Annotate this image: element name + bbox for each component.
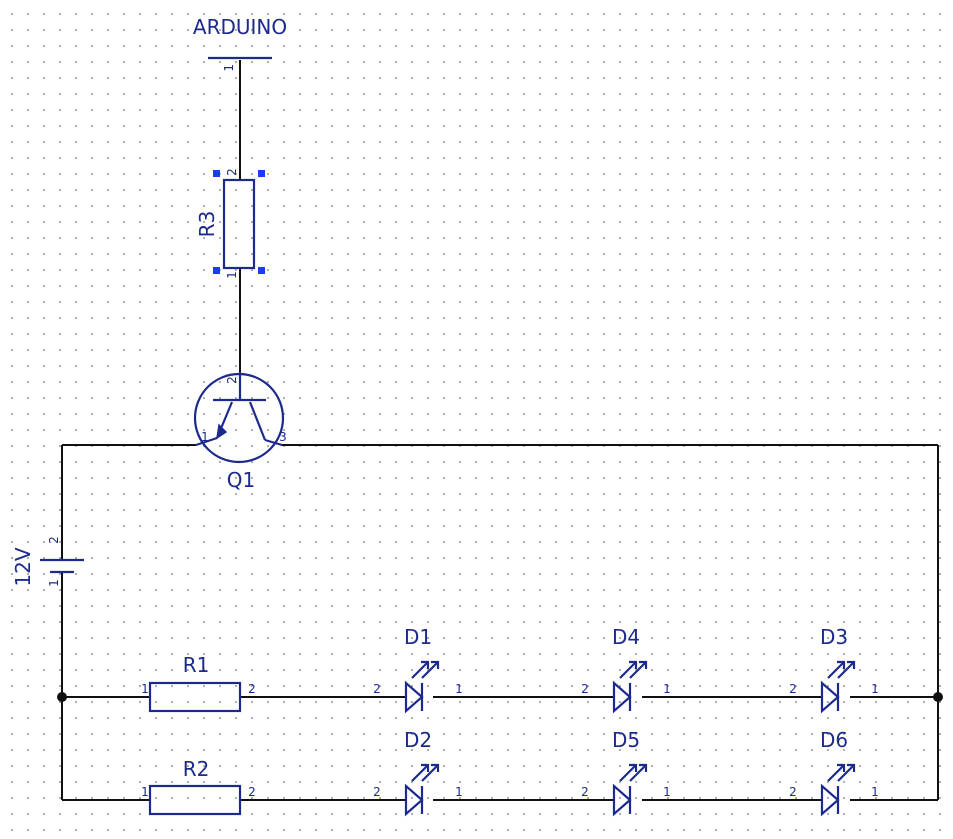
resistor-r3[interactable]: R3 2 1	[195, 168, 265, 279]
battery-12v[interactable]: 12V 2 1	[11, 536, 84, 587]
selection-handle[interactable]	[258, 267, 265, 274]
junction-dot-left	[57, 692, 67, 702]
transistor-q1[interactable]: Q1 2 1 3	[193, 372, 287, 492]
d6-pin-2: 2	[789, 785, 797, 799]
battery-pin-2: 2	[47, 536, 61, 544]
d1-pin-1: 1	[455, 682, 463, 696]
battery-label: 12V	[11, 547, 35, 586]
r2-label: R2	[183, 757, 210, 781]
d3-pin-1: 1	[871, 682, 879, 696]
q1-label: Q1	[227, 468, 255, 492]
selection-handle[interactable]	[258, 170, 265, 177]
d3-pin-2: 2	[789, 682, 797, 696]
d1-pin-2: 2	[373, 682, 381, 696]
d4-pin-2: 2	[581, 682, 589, 696]
q1-pin-1: 1	[201, 430, 209, 444]
arduino-pin-1: 1	[222, 64, 236, 72]
r3-pin-2: 2	[225, 168, 239, 176]
resistor-r2[interactable]: R2 1 2	[141, 757, 256, 816]
r3-pin-1: 1	[225, 271, 239, 279]
r1-pin-2: 2	[248, 682, 256, 696]
d5-pin-2: 2	[581, 785, 589, 799]
d2-pin-2: 2	[373, 785, 381, 799]
d1-label: D1	[404, 625, 432, 649]
d4-label: D4	[612, 625, 640, 649]
d2-label: D2	[404, 728, 432, 752]
battery-pin-1: 1	[47, 579, 61, 587]
q1-pin-3: 3	[279, 430, 287, 444]
arduino-label: ARDUINO	[193, 15, 287, 39]
d3-label: D3	[820, 625, 848, 649]
d5-label: D5	[612, 728, 640, 752]
led-d5[interactable]: D5 2 1	[581, 728, 671, 816]
led-d1[interactable]: D1 2 1	[373, 625, 463, 713]
wires	[61, 60, 939, 801]
d4-pin-1: 1	[663, 682, 671, 696]
led-d6[interactable]: D6 2 1	[789, 728, 879, 816]
selection-handle[interactable]	[213, 170, 220, 177]
d5-pin-1: 1	[663, 785, 671, 799]
q1-pin-2: 2	[225, 376, 239, 384]
led-d3[interactable]: D3 2 1	[789, 625, 879, 713]
led-d2[interactable]: D2 2 1	[373, 728, 463, 816]
led-d4[interactable]: D4 2 1	[581, 625, 671, 713]
d6-label: D6	[820, 728, 848, 752]
resistor-r1[interactable]: R1 1 2	[141, 653, 256, 713]
r2-pin-1: 1	[141, 785, 149, 799]
arduino-connector[interactable]: ARDUINO 1	[193, 15, 287, 72]
d6-pin-1: 1	[871, 785, 879, 799]
selection-handle[interactable]	[213, 267, 220, 274]
r1-label: R1	[183, 653, 210, 677]
r3-label: R3	[195, 211, 219, 238]
r1-pin-1: 1	[141, 682, 149, 696]
d2-pin-1: 1	[455, 785, 463, 799]
junction-dot-right	[933, 692, 943, 702]
r2-pin-2: 2	[248, 785, 256, 799]
